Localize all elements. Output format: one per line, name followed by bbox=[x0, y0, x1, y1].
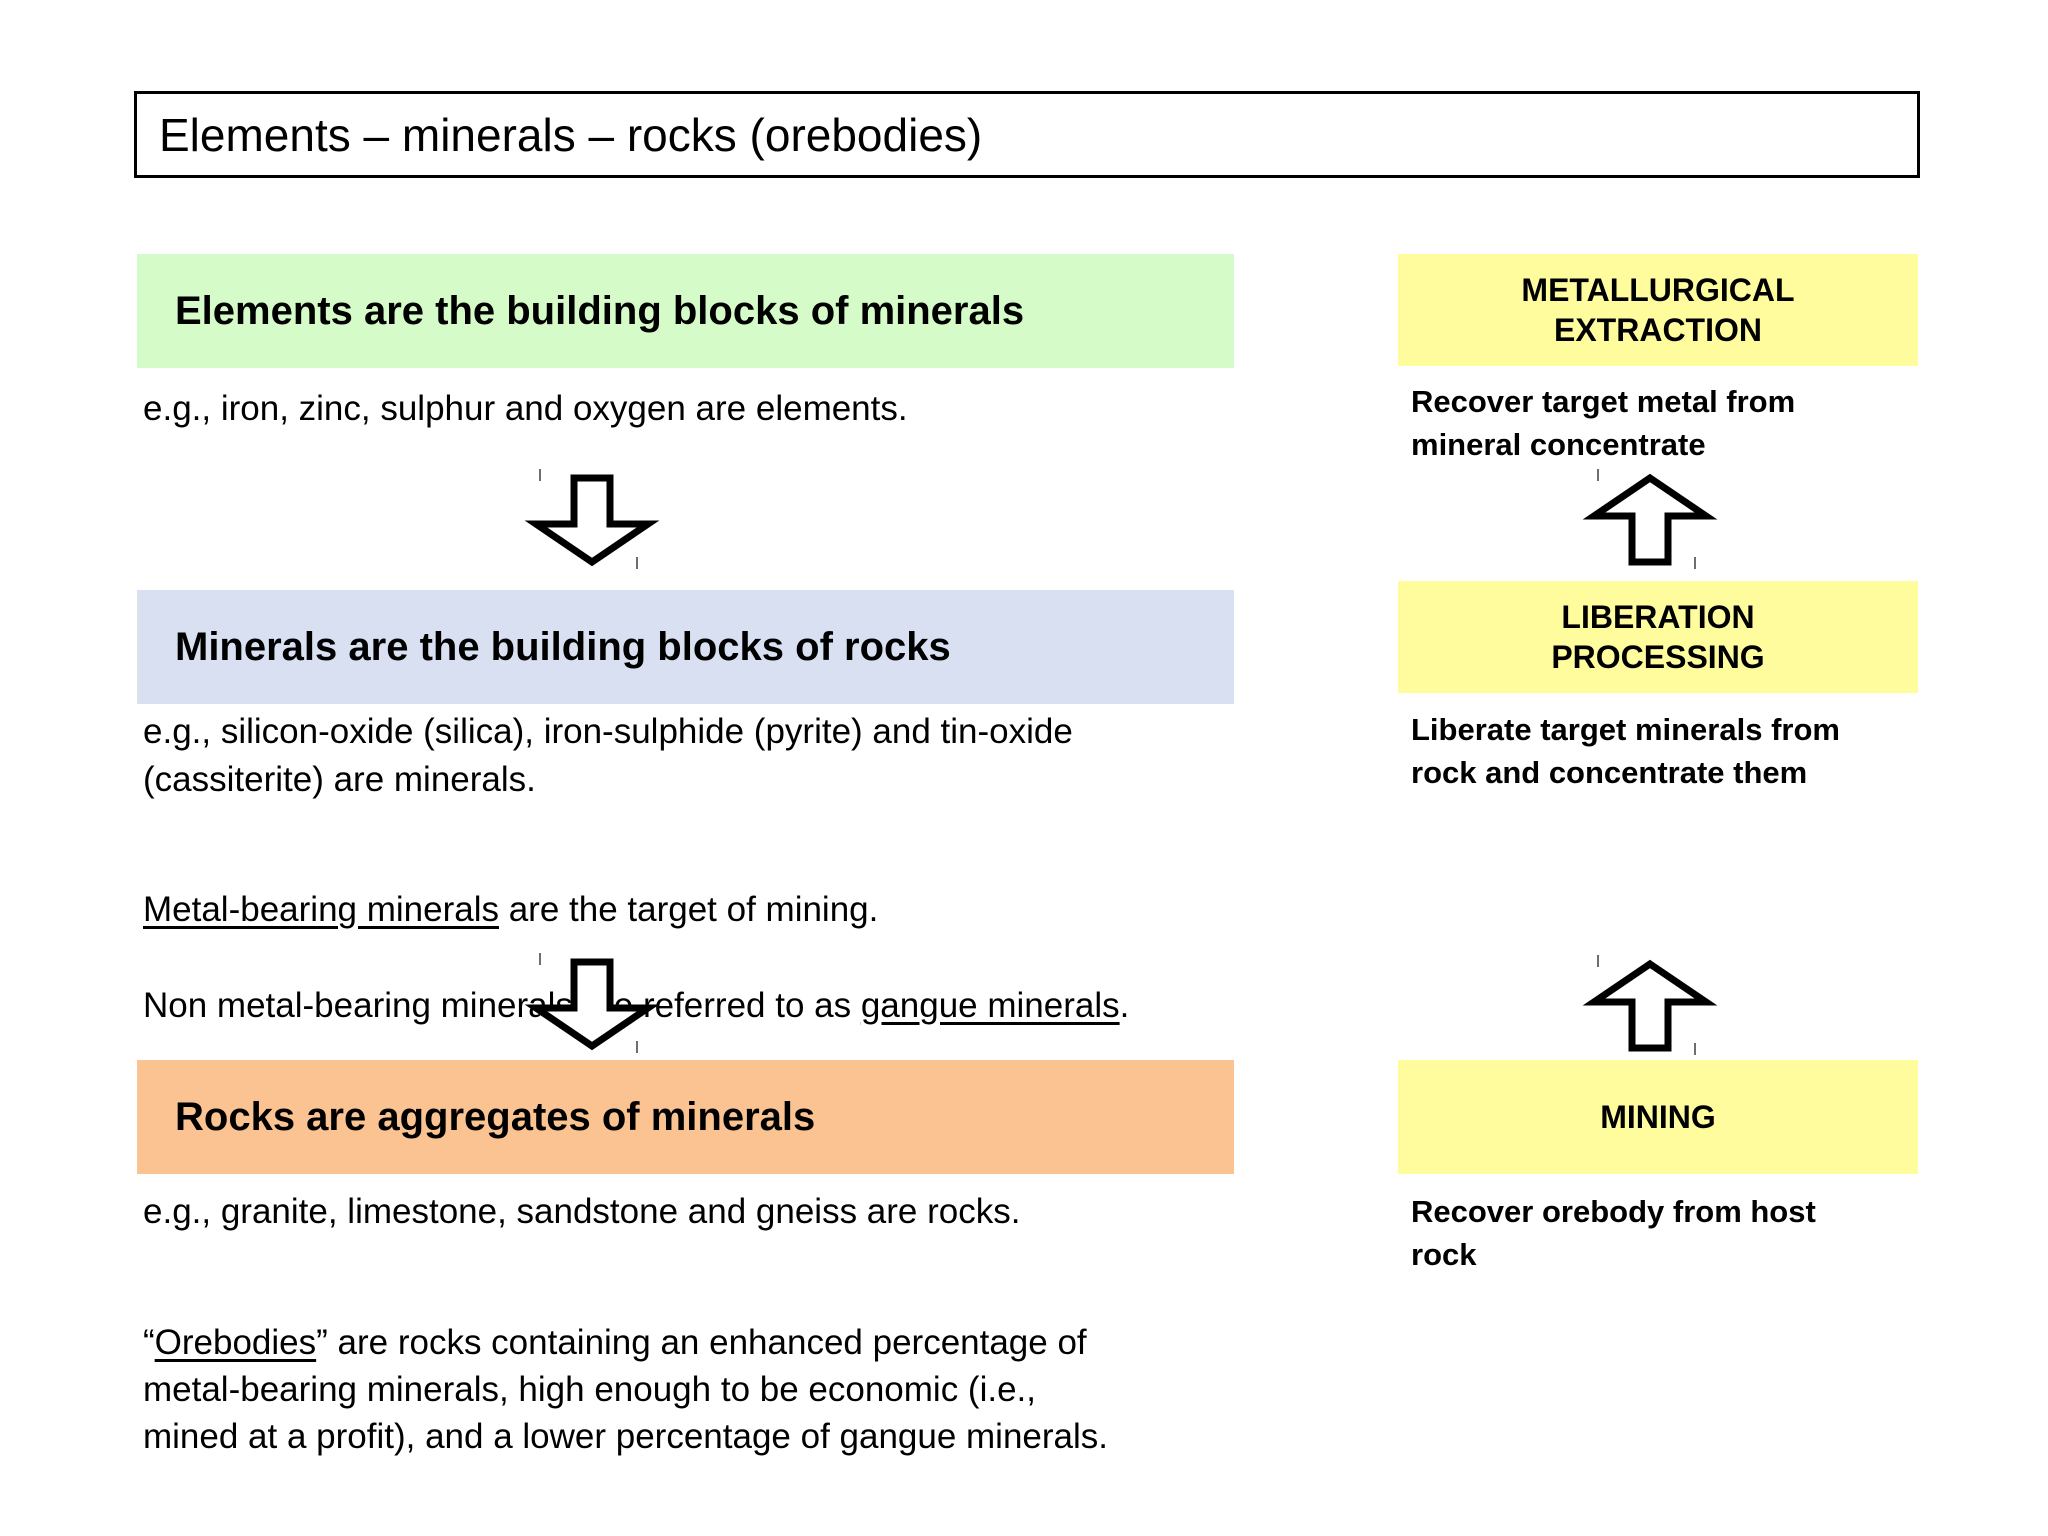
metal-bearing-minerals-underlined: Metal-bearing minerals bbox=[143, 890, 499, 929]
anchor-tick bbox=[1597, 469, 1599, 481]
rocks-example: e.g., granite, limestone, sandstone and … bbox=[143, 1192, 1021, 1231]
anchor-tick bbox=[539, 469, 541, 481]
page-title: Elements – minerals – rocks (orebodies) bbox=[159, 108, 983, 161]
anchor-tick bbox=[539, 953, 541, 965]
mining-description: Recover orebody from host rock bbox=[1411, 1194, 1816, 1272]
minerals-note-line2: Non metal-bearing minerals are referred … bbox=[143, 982, 1129, 1030]
minerals-note-line2-post: . bbox=[1119, 986, 1130, 1025]
minerals-heading: Minerals are the building blocks of rock… bbox=[175, 624, 951, 669]
metallurgical-extraction-description: Recover target metal from mineral concen… bbox=[1411, 384, 1796, 462]
elements-heading-box: Elements are the building blocks of mine… bbox=[137, 254, 1234, 368]
anchor-tick bbox=[636, 557, 638, 569]
gangue-minerals-underlined: gangue minerals bbox=[860, 986, 1120, 1025]
mining-box: MINING bbox=[1398, 1060, 1918, 1174]
orebodies-open-quote: “ bbox=[143, 1323, 155, 1362]
minerals-note-line1: Metal-bearing minerals are the target of… bbox=[143, 886, 1129, 934]
liberation-processing-description: Liberate target minerals from rock and c… bbox=[1411, 712, 1840, 790]
title-box: Elements – minerals – rocks (orebodies) bbox=[134, 91, 1920, 178]
anchor-tick bbox=[1694, 1043, 1696, 1055]
elements-example: e.g., iron, zinc, sulphur and oxygen are… bbox=[143, 389, 908, 428]
orebodies-rest: ” are rocks containing an enhanced perce… bbox=[143, 1323, 1109, 1456]
anchor-tick bbox=[1597, 955, 1599, 967]
rocks-heading-box: Rocks are aggregates of minerals bbox=[137, 1060, 1234, 1174]
minerals-note-line2-pre: Non metal-bearing minerals are referred … bbox=[143, 986, 861, 1025]
anchor-tick bbox=[1694, 557, 1696, 569]
liberation-processing-box: LIBERATION PROCESSING bbox=[1398, 581, 1918, 693]
liberation-processing-heading: LIBERATION PROCESSING bbox=[1551, 599, 1765, 675]
elements-heading: Elements are the building blocks of mine… bbox=[175, 288, 1025, 333]
down-arrow-icon bbox=[524, 953, 660, 1053]
minerals-note-line1-rest: are the target of mining. bbox=[498, 890, 879, 929]
minerals-heading-box: Minerals are the building blocks of rock… bbox=[137, 590, 1234, 704]
metallurgical-extraction-heading: METALLURGICAL EXTRACTION bbox=[1521, 272, 1795, 348]
anchor-tick bbox=[636, 1041, 638, 1053]
down-arrow-icon bbox=[524, 469, 660, 569]
orebodies-paragraph: “Orebodies” are rocks containing an enha… bbox=[143, 1272, 1328, 1460]
up-arrow-icon bbox=[1582, 955, 1718, 1055]
mining-heading: MINING bbox=[1600, 1099, 1716, 1135]
minerals-example: e.g., silicon-oxide (silica), iron-sulph… bbox=[143, 712, 1073, 799]
minerals-note: Metal-bearing minerals are the target of… bbox=[143, 838, 1129, 1078]
rocks-heading: Rocks are aggregates of minerals bbox=[175, 1094, 816, 1139]
metallurgical-extraction-box: METALLURGICAL EXTRACTION bbox=[1398, 254, 1918, 366]
orebodies-underlined: Orebodies bbox=[154, 1323, 317, 1362]
up-arrow-icon bbox=[1582, 469, 1718, 569]
